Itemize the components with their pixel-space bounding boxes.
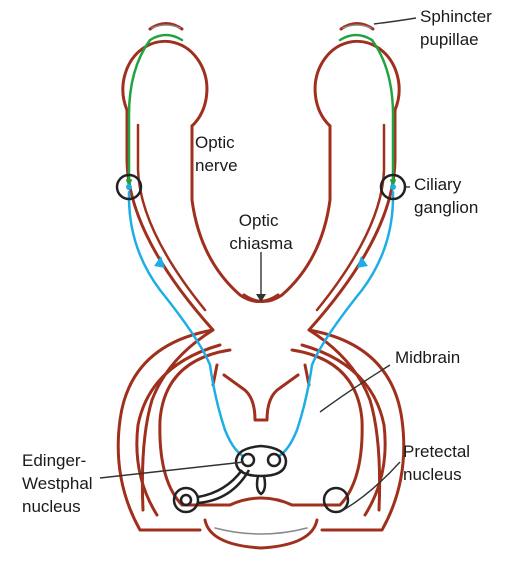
nuclei (174, 446, 348, 512)
blue-fibers (129, 192, 393, 458)
label-ciliary-ganglion: Ciliary ganglion (414, 175, 478, 217)
ciliary-ganglia (117, 175, 405, 199)
nucleus-connection (198, 470, 242, 497)
midbrain-outline (160, 350, 362, 505)
leader-lines (100, 18, 416, 512)
left-eyeball (123, 24, 207, 127)
cerebral-aqueduct (224, 375, 298, 420)
label-edinger-westphal-nucleus: Edinger- Westphal nucleus (22, 451, 97, 516)
label-pretectal-nucleus: Pretectal nucleus (403, 442, 475, 484)
labels: Sphincter pupillae Optic nerve Ciliary g… (22, 7, 497, 516)
edinger-leader (100, 462, 244, 478)
label-sphincter-pupillae: Sphincter pupillae (420, 7, 497, 49)
sphincter-leader (374, 18, 416, 24)
label-midbrain: Midbrain (395, 348, 460, 367)
right-eyeball (315, 24, 399, 127)
label-optic-nerve: Optic nerve (195, 133, 239, 175)
label-optic-chiasma: Optic chiasma (229, 211, 293, 253)
right-optic-nerve-outer (309, 110, 395, 510)
green-fibers (127, 35, 395, 185)
